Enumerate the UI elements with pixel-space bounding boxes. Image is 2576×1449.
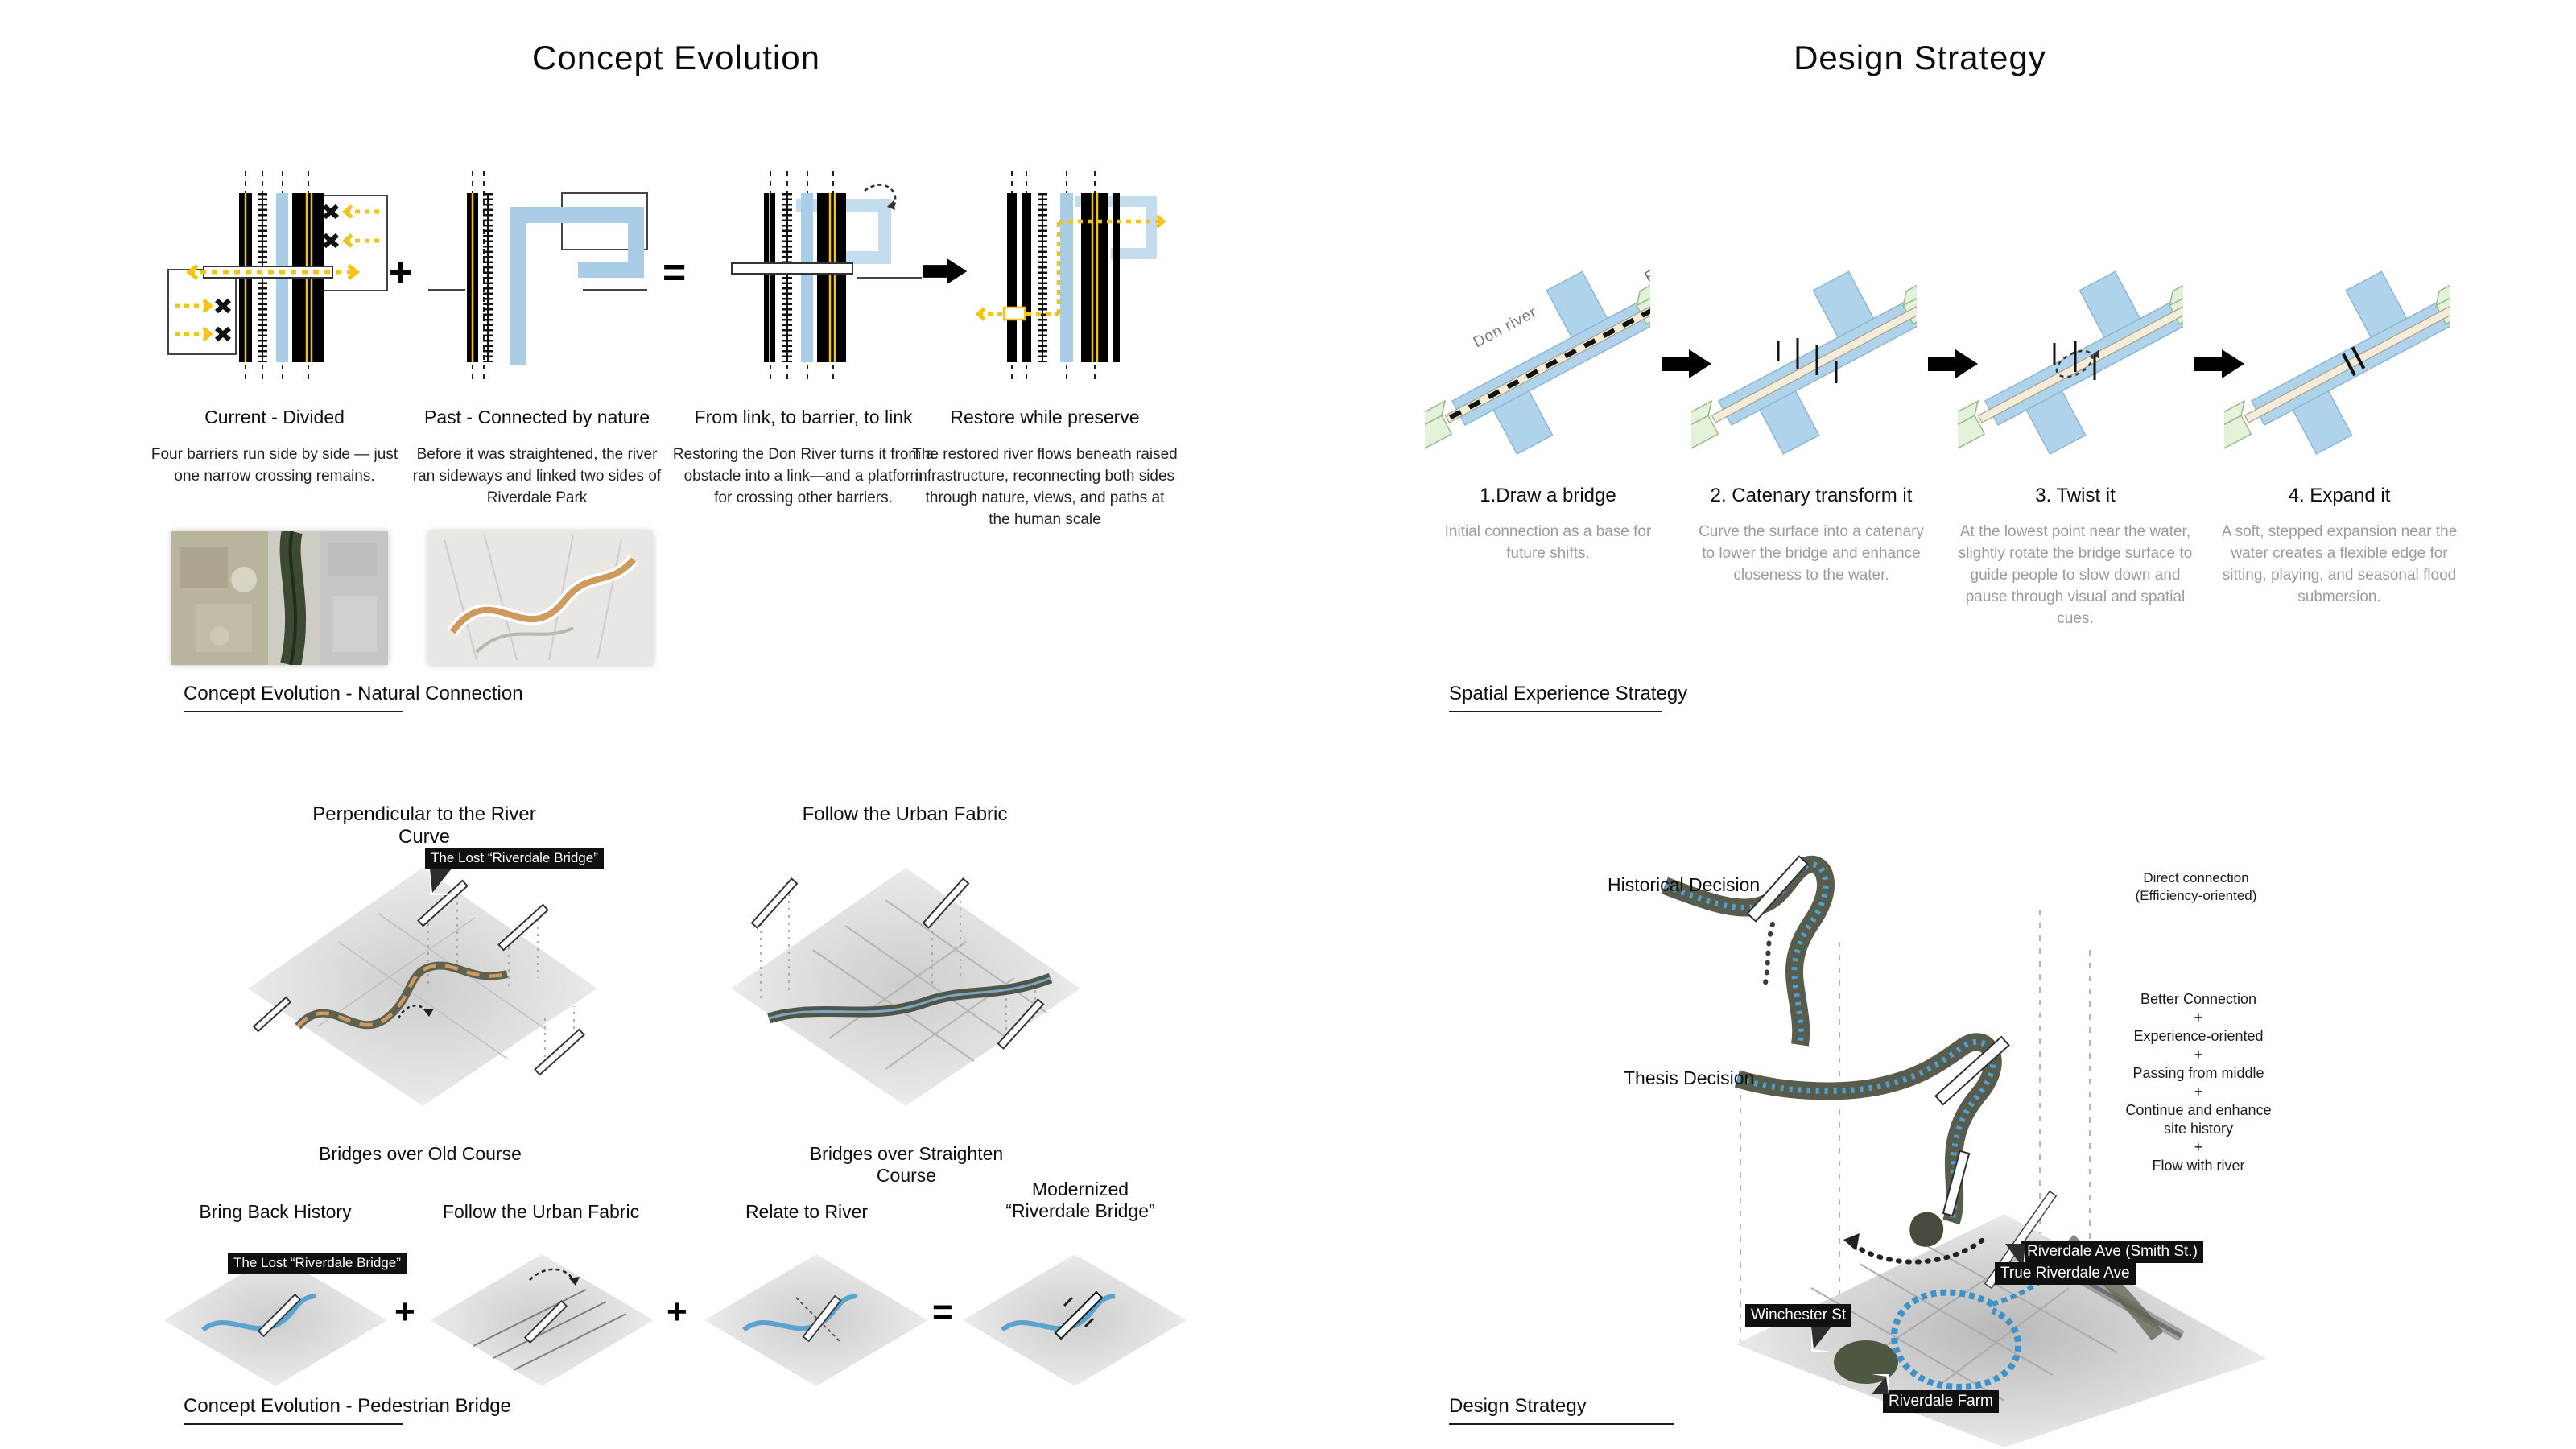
- urban-fabric-title: Follow the Urban Fabric: [802, 803, 1008, 825]
- axon-step-row: Don river RPE RPW: [1425, 266, 2463, 483]
- riverdale-farm-tag-text: Riverdale Farm: [1889, 1393, 1993, 1410]
- desc-link: Restoring the Don River turns it from a …: [672, 446, 935, 506]
- flow-arrow-icon: [2194, 349, 2244, 378]
- natural-connection-label: Concept Evolution - Natural Connection: [184, 683, 523, 704]
- old-course-map: [248, 868, 597, 1106]
- plus-operator: +: [394, 1292, 415, 1331]
- aerial-photo-current: [171, 531, 388, 665]
- mini-map-modernized: [963, 1254, 1187, 1386]
- caption-current: Current - Divided: [204, 407, 345, 427]
- synthesis-label-modernized: Modernized “Riverdale Bridge”: [1005, 1179, 1155, 1221]
- right-board-title: Design Strategy: [1794, 39, 2046, 76]
- desc-restore: The restored river flows beneath raised …: [912, 446, 1178, 528]
- plus-operator: +: [667, 1292, 687, 1331]
- design-strategy-label: Design Strategy: [1449, 1395, 1587, 1417]
- barrier-diagram-current: [167, 171, 388, 384]
- perpendicular-title: Perpendicular to the River Curve: [312, 803, 536, 848]
- riverdale-ave-tag: Riverdale Ave (Smith St.): [2005, 1241, 2203, 1270]
- flow-arrow-icon: [923, 258, 968, 284]
- flow-arrow-icon: [1662, 349, 1711, 378]
- lost-bridge-tag-text: The Lost “Riverdale Bridge”: [431, 850, 598, 865]
- axon-twist: [1958, 266, 2183, 467]
- historical-decision-label: Historical Decision: [1608, 874, 1761, 895]
- decision-diagram-canvas: [1659, 850, 2267, 1447]
- desc-past: Before it was straightened, the river ra…: [412, 446, 662, 506]
- flow-arrow-icon: [1928, 349, 1978, 378]
- desc-current: Four barriers run side by side — just on…: [151, 446, 398, 485]
- barrier-diagram-past: [428, 171, 648, 384]
- step-desc-expand: A soft, stepped expansion near the water…: [2221, 523, 2458, 605]
- riverdale-farm-tag: Riverdale Farm: [1872, 1374, 1999, 1413]
- caption-past: Past - Connected by nature: [424, 407, 650, 427]
- step-desc-twist: At the lowest point near the water, slig…: [1958, 523, 2193, 627]
- step-title-twist: 3. Twist it: [2035, 485, 2116, 506]
- axon-expand: [2224, 266, 2450, 467]
- step-title-expand: 4. Expand it: [2288, 485, 2391, 506]
- straighten-course-label: Bridges over Straighten Course: [809, 1143, 1004, 1186]
- equals-operator: =: [932, 1292, 953, 1331]
- label-underline: [1449, 711, 1662, 712]
- spatial-strategy-label: Spatial Experience Strategy: [1449, 683, 1688, 704]
- don-river-label: Don river: [1471, 303, 1540, 351]
- mini-map-fabric: [430, 1254, 654, 1386]
- barrier-diagram-restore: [975, 171, 1166, 384]
- label-underline: [1449, 1423, 1674, 1425]
- direct-connection-annotation: Direct connection (Efficiency-oriented): [2135, 870, 2257, 904]
- straighten-course-map: [731, 868, 1080, 1106]
- tag-pointer: [430, 869, 452, 895]
- step-title-catenary: 2. Catenary transform it: [1710, 485, 1913, 506]
- lost-bridge-tag-text: The Lost “Riverdale Bridge”: [233, 1255, 401, 1270]
- axon-catenary: [1691, 266, 1917, 467]
- aerial-photo-past: [428, 531, 653, 665]
- mini-map-river: [704, 1254, 928, 1386]
- tag-pointer: [1811, 1327, 1831, 1352]
- natural-connection-block: Concept Evolution - Natural Connection: [184, 683, 523, 712]
- label-underline: [184, 1423, 402, 1425]
- equals-operator: =: [663, 250, 687, 295]
- caption-link: From link, to barrier, to link: [694, 407, 913, 427]
- step-desc-draw: Initial connection as a base for future …: [1444, 523, 1652, 562]
- synthesis-label-history: Bring Back History: [199, 1201, 352, 1222]
- axon-draw-bridge: Don river RPE RPW: [1425, 266, 1650, 467]
- riverdale-ave-tag-text: Riverdale Ave (Smith St.): [2027, 1243, 2198, 1260]
- thesis-decision-label: Thesis Decision: [1624, 1067, 1755, 1088]
- barrier-diagram-link: [731, 171, 922, 384]
- historical-river: [1659, 850, 1839, 1047]
- caption-restore: Restore while preserve: [950, 407, 1140, 427]
- true-riverdale-ave-tag-text: True Riverdale Ave: [2000, 1265, 2130, 1282]
- step-title-draw: 1.Draw a bridge: [1480, 485, 1616, 506]
- plus-operator: +: [389, 250, 413, 295]
- spatial-strategy-block: Spatial Experience Strategy: [1449, 683, 1687, 712]
- thesis-river: [1733, 1028, 2058, 1290]
- thesis-benefits-annotation: Better Connection + Experience-oriented …: [2125, 991, 2272, 1174]
- winchester-st-tag-text: Winchester St: [1751, 1307, 1847, 1323]
- pedestrian-bridge-block: Concept Evolution - Pedestrian Bridge: [184, 1395, 511, 1425]
- step-desc-catenary: Curve the surface into a catenary to low…: [1699, 523, 1924, 584]
- synthesis-label-fabric: Follow the Urban Fabric: [442, 1201, 640, 1222]
- rpe-label: RPE: [1642, 266, 1650, 285]
- pedestrian-bridge-label: Concept Evolution - Pedestrian Bridge: [184, 1395, 511, 1417]
- synthesis-label-river: Relate to River: [745, 1201, 869, 1222]
- lost-bridge-tag-lower: The Lost “Riverdale Bridge”: [228, 1253, 407, 1274]
- design-strategy-block: Design Strategy: [1449, 1395, 1674, 1425]
- left-board-title: Concept Evolution: [532, 39, 820, 76]
- mini-map-history: [163, 1254, 387, 1386]
- winchester-st-tag: Winchester St: [1745, 1304, 1852, 1352]
- old-course-label: Bridges over Old Course: [319, 1143, 522, 1164]
- true-riverdale-ave-tag: True Riverdale Ave: [1995, 1262, 2136, 1285]
- tag-pointer: [1872, 1374, 1889, 1394]
- lost-bridge-tag: The Lost “Riverdale Bridge”: [425, 848, 604, 895]
- barrier-diagram-row: + =: [157, 157, 1187, 398]
- label-underline: [184, 711, 402, 712]
